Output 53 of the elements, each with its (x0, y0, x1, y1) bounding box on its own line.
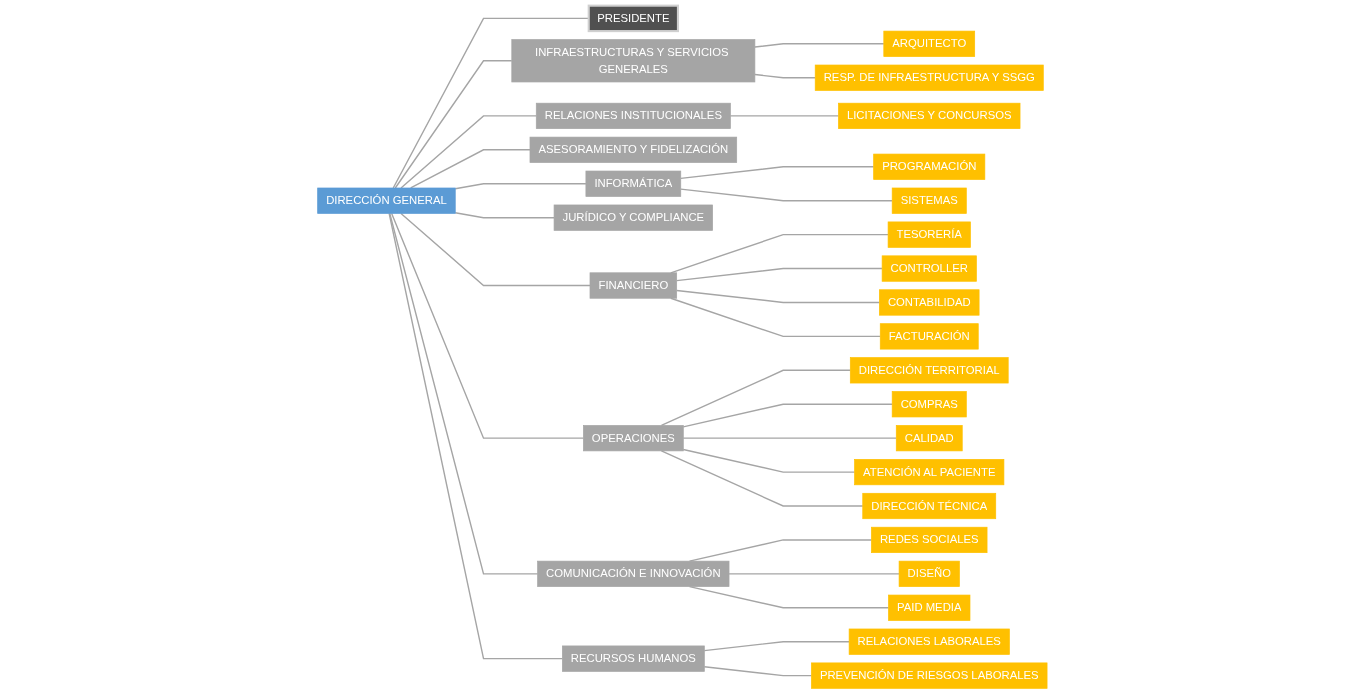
connector (753, 43, 885, 48)
node-box: COMUNICACIÓN E INNOVACIÓN (536, 560, 730, 587)
node-box: TESORERÍA (887, 221, 971, 248)
node-box: CALIDAD (895, 425, 963, 452)
node-box: SISTEMAS (891, 187, 967, 214)
node-box: FACTURACIÓN (879, 323, 979, 350)
node-box: RECURSOS HUMANOS (561, 645, 705, 672)
connector (399, 212, 591, 287)
node-box: DIRECCIÓN TÉCNICA (862, 492, 996, 520)
connector (675, 289, 880, 304)
node-box: CONTABILIDAD (878, 289, 980, 316)
node-box: COMPRAS (891, 391, 967, 418)
node-box: INFORMÁTICA (585, 170, 681, 197)
connector (388, 212, 538, 575)
node-box: LICITACIONES Y CONCURSOS (837, 102, 1021, 129)
connector (703, 666, 812, 677)
node-box: FINANCIERO (589, 272, 677, 299)
node-box: ARQUITECTO (883, 30, 975, 57)
node-box: ASESORAMIENTO Y FIDELIZACIÓN (529, 136, 737, 163)
node-box: DIRECCIÓN GENERAL (316, 187, 456, 214)
connector (388, 212, 563, 660)
connector (394, 60, 513, 189)
connector (703, 641, 850, 652)
node-box: RELACIONES INSTITUCIONALES (535, 102, 731, 129)
connector (682, 448, 855, 473)
connector (454, 183, 587, 190)
connector (660, 369, 851, 427)
node-box: RELACIONES LABORALES (848, 628, 1010, 655)
connector (679, 188, 893, 202)
node-box: REDES SOCIALES (870, 526, 988, 553)
connector (675, 267, 883, 282)
node-box: PREVENCIÓN DE RIESGOS LABORALES (810, 662, 1048, 689)
connector (399, 115, 537, 189)
connector (682, 403, 893, 428)
node-box: JURÍDICO Y COMPLIANCE (553, 204, 713, 231)
node-box: PROGRAMACIÓN (872, 153, 985, 180)
node-box: ATENCIÓN AL PACIENTE (853, 459, 1004, 486)
node-box: DISEÑO (898, 560, 960, 587)
connector (753, 73, 816, 79)
node-box: INFRAESTRUCTURAS Y SERVICIOS GENERALES (511, 39, 755, 83)
node-box: PAID MEDIA (887, 594, 970, 621)
connector (729, 115, 839, 117)
connector (727, 573, 900, 575)
node-box: OPERACIONES (582, 425, 684, 452)
node-box: PRESIDENTE (587, 4, 679, 33)
connector (390, 212, 584, 439)
connector (679, 166, 874, 180)
connector (660, 450, 864, 507)
connector (682, 437, 897, 439)
connector (454, 212, 555, 219)
node-box: CONTROLLER (881, 255, 977, 282)
node-box: RESP. DE INFRAESTRUCTURA Y SSGG (814, 64, 1044, 91)
node-box: DIRECCIÓN TERRITORIAL (849, 357, 1009, 384)
